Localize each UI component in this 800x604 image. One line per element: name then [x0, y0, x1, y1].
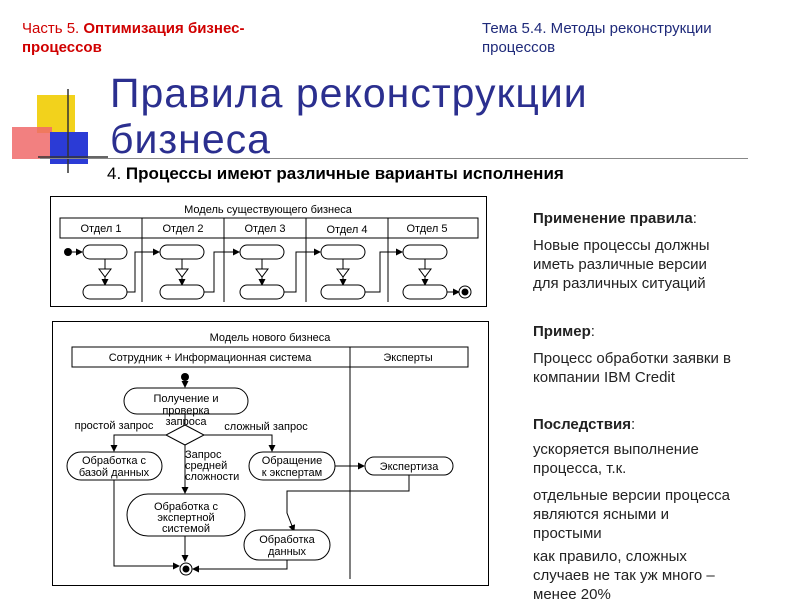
consequence-3: как правило, сложных случаев не так уж м…	[533, 548, 715, 603]
node-expert-sys-line1: Обработка с	[154, 501, 219, 513]
deco-red-square	[12, 127, 52, 159]
title-line1: Правила реконструкции	[110, 70, 588, 116]
node-data-line2: данных	[268, 546, 307, 558]
node-expert-sys-line2: экспертной	[157, 512, 214, 524]
topic-line1: Тема 5.4. Методы реконструкции	[482, 20, 712, 37]
existing-business-diagram: Модель существующего бизнеса Отдел 1 Отд…	[50, 196, 487, 307]
branch-medium-line3: сложности	[185, 471, 239, 483]
dept-2: Отдел 2	[163, 223, 204, 235]
node-receive-line2: проверка	[162, 405, 210, 417]
node-db-line2: базой данных	[79, 467, 150, 479]
dept-4: Отдел 4	[327, 224, 368, 236]
node-receive-line3: запроса	[166, 416, 208, 428]
part-title-line1: Оптимизация бизнес-	[83, 20, 245, 37]
dept-3: Отдел 3	[245, 223, 286, 235]
consequence-1: ускоряется выполнение процесса, т.к.	[533, 441, 699, 477]
branch-medium-line2: средней	[185, 460, 227, 472]
title-line2: бизнеса	[110, 116, 271, 162]
node-receive-line1: Получение и	[153, 393, 218, 405]
deco-blue-square	[50, 132, 88, 164]
branch-simple-label: простой запрос	[75, 420, 154, 432]
topic-line2: процессов	[482, 39, 556, 56]
slide-subtitle: 4. Процессы имеют различные варианты исп…	[107, 164, 564, 184]
node-expertise: Экспертиза	[380, 461, 440, 473]
subtitle-number: 4.	[107, 164, 122, 183]
node-data-line1: Обработка	[259, 534, 315, 546]
node-db-line1: Обработка с	[82, 455, 147, 467]
new-start-node	[181, 373, 189, 381]
existing-diagram-title: Модель существующего бизнеса	[184, 204, 353, 216]
node-expert-sys-line3: системой	[162, 523, 210, 535]
new-business-diagram: Модель нового бизнеса Сотрудник + Информ…	[52, 321, 489, 586]
application-text: Новые процессы должны иметь различные ве…	[533, 237, 710, 292]
example-label: Пример:	[533, 323, 595, 340]
title-underline	[40, 158, 748, 159]
dept-5: Отдел 5	[407, 223, 448, 235]
consequences-label: Последствия:	[533, 416, 636, 433]
node-to-experts-line1: Обращение	[262, 455, 322, 467]
part-prefix: Часть 5.	[22, 20, 80, 37]
lane-left-label: Сотрудник + Информационная система	[109, 352, 313, 364]
slide-title: Правила реконструкции бизнеса	[110, 70, 588, 162]
part-header: Часть 5. Оптимизация бизнес- процессов	[22, 19, 352, 57]
part-title-line2: процессов	[22, 39, 102, 56]
new-diagram-title: Модель нового бизнеса	[210, 332, 332, 344]
branch-medium-line1: Запрос	[185, 449, 222, 461]
example-text: Процесс обработки заявки в компании IBM …	[533, 350, 731, 386]
dept-1: Отдел 1	[81, 223, 122, 235]
subtitle-text: Процессы имеют различные варианты исполн…	[125, 164, 564, 183]
decorative-squares	[12, 89, 108, 173]
application-label: Применение правила:	[533, 210, 697, 227]
branch-complex-label: сложный запрос	[224, 421, 308, 433]
lane-right-label: Эксперты	[383, 352, 432, 364]
consequence-2: отдельные версии процесса являются ясным…	[533, 487, 730, 542]
existing-start-node	[64, 248, 72, 256]
node-to-experts-line2: к экспертам	[262, 467, 322, 479]
topic-header: Тема 5.4. Методы реконструкции процессов	[482, 19, 782, 57]
